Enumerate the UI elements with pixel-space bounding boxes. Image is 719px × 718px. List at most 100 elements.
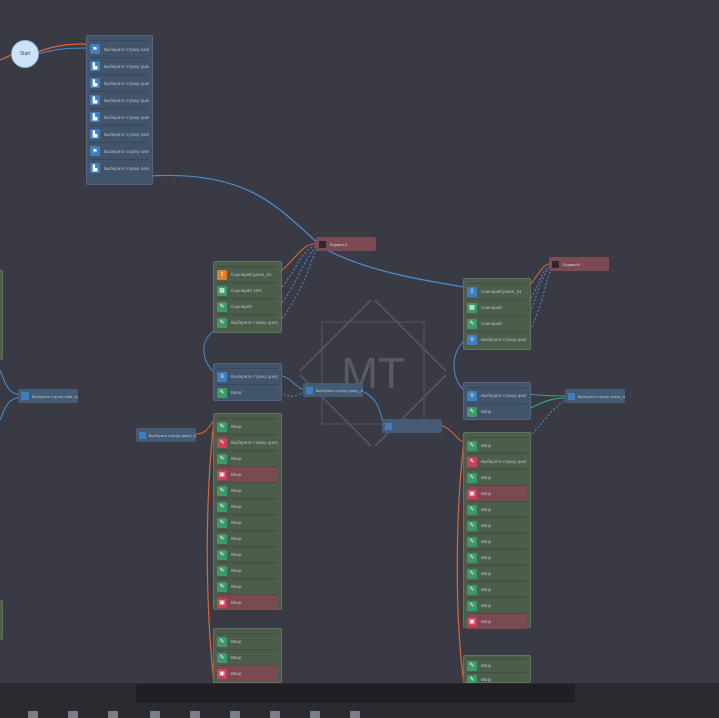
- node-row[interactable]: ✎Ввод: [467, 672, 527, 686]
- right-b-output-node[interactable]: Выберите строку query_tab: [565, 389, 625, 403]
- node-row[interactable]: ▣Ввод: [217, 466, 278, 482]
- node-row[interactable]: ▙Выберите строку sample_05: [90, 125, 149, 142]
- pencil-icon: ✎: [217, 485, 227, 496]
- image-icon: ▣: [217, 597, 227, 608]
- node-row[interactable]: ▣ Ввод: [217, 594, 278, 610]
- image-icon: ▣: [467, 488, 477, 499]
- node-row[interactable]: ✎Ввод: [217, 384, 278, 400]
- mid-group-c[interactable]: ✎Ввод✎Выберите строку query✎Ввод▣Ввод✎Вв…: [213, 413, 282, 610]
- top-group[interactable]: ⚑Выберите строку sample▙Выберите строку …: [86, 35, 153, 185]
- node-row[interactable]: ✎Ввод: [467, 533, 527, 549]
- toolbar-icon-6[interactable]: [230, 711, 240, 718]
- node-row[interactable]: ✎Выберите строку query_tab: [217, 314, 278, 330]
- node-row[interactable]: ⚑Выберите строку sample_06: [90, 142, 149, 159]
- node-row[interactable]: ⇧Сценарий parse_01: [217, 266, 278, 282]
- pencil-icon: ✎: [217, 533, 227, 544]
- pencil-icon: ✎: [217, 565, 227, 576]
- node-row[interactable]: ✎Ввод: [217, 562, 278, 578]
- offscreen-group-left[interactable]: [0, 270, 3, 360]
- mid-c-input-node[interactable]: Выберите строку query_tab: [136, 428, 196, 442]
- node-row-label: Сценарий: [231, 304, 252, 309]
- node-row[interactable]: ✎Ввод: [217, 578, 278, 594]
- square-icon: [552, 260, 559, 268]
- toolbar-icon-5[interactable]: [190, 711, 200, 718]
- pencil-icon: ✎: [217, 301, 227, 312]
- expand-node-right[interactable]: Expand it: [549, 257, 609, 271]
- toolbar-icon-3[interactable]: [108, 711, 118, 718]
- node-row[interactable]: ✎Ввод: [467, 597, 527, 613]
- right-group-a[interactable]: ⇧Сценарий parse_01▦Сценарий✎Сценарий≡Выб…: [463, 278, 531, 350]
- expand-node-top[interactable]: Expand it: [316, 237, 376, 251]
- mid-group-b[interactable]: ≡Выберите строку query_tab✎Ввод: [213, 363, 282, 401]
- node-row[interactable]: ✎Сценарий: [467, 315, 527, 331]
- toolbar-icon-9[interactable]: [350, 711, 360, 718]
- node-row[interactable]: ✎Ввод: [467, 517, 527, 533]
- node-row[interactable]: ✎Ввод: [467, 581, 527, 597]
- node-row[interactable]: ▦Сценарий: [467, 299, 527, 315]
- node-row[interactable]: ▙Выберите строку query_tab_03: [90, 91, 149, 108]
- node-row[interactable]: ✎ Сценарий: [217, 298, 278, 314]
- node-row[interactable]: ✎Ввод: [217, 482, 278, 498]
- node-row[interactable]: ✎Ввод: [467, 437, 527, 453]
- toolbar-icon-4[interactable]: [150, 711, 160, 718]
- start-node[interactable]: Start: [11, 40, 39, 68]
- node-row[interactable]: ⇧Сценарий parse_01: [467, 283, 527, 299]
- node-row[interactable]: ✎Ввод: [217, 514, 278, 530]
- right-b-output-label: Выберите строку query_tab: [577, 393, 625, 399]
- node-row[interactable]: ✎Ввод: [217, 530, 278, 546]
- right-group-d[interactable]: ✎Ввод✎Ввод: [463, 655, 531, 686]
- node-row[interactable]: ▙Выберите строку query_tab_01: [90, 57, 149, 74]
- node-row[interactable]: ≡Выберите строку query_tab: [467, 331, 527, 347]
- toolbar-icon-8[interactable]: [310, 711, 320, 718]
- mid-connector-node[interactable]: [382, 419, 442, 433]
- chart-icon: ▙: [90, 61, 100, 71]
- node-row[interactable]: ✎Ввод: [217, 649, 278, 665]
- node-row-label: Ввод: [231, 655, 242, 660]
- node-row[interactable]: ✎Ввод: [467, 501, 527, 517]
- node-row[interactable]: ✎Ввод: [467, 565, 527, 581]
- node-row[interactable]: ⚑Выберите строку sample: [90, 40, 149, 57]
- node-row[interactable]: ▣Ввод: [217, 665, 278, 681]
- node-row[interactable]: ✎Ввод: [467, 403, 527, 419]
- node-row[interactable]: ▦Сценарий 15%: [217, 282, 278, 298]
- node-row[interactable]: ✎Ввод: [467, 658, 527, 672]
- toolbar-icon-1[interactable]: [28, 711, 38, 718]
- node-row-label: Ввод: [231, 600, 242, 605]
- node-row[interactable]: ≡Выберите строку query_tab: [217, 368, 278, 384]
- mid-b-output-node[interactable]: Выберите строку query_tab: [303, 383, 363, 397]
- node-row-label: Сценарий parse_01: [481, 289, 522, 294]
- node-row[interactable]: ✎Выберите строку query: [217, 434, 278, 450]
- horizontal-scrollbar[interactable]: [136, 684, 575, 703]
- pencil-icon: ✎: [467, 406, 477, 417]
- node-row-label: Выберите строку query_tab_04: [104, 114, 149, 120]
- toolbar-icon-7[interactable]: [270, 711, 280, 718]
- node-row[interactable]: ≡Выберите строку query_tab: [467, 387, 527, 403]
- node-row[interactable]: ✎Ввод: [217, 450, 278, 466]
- offscreen-group-left-lower[interactable]: [0, 600, 3, 640]
- node-row[interactable]: ▙Выберите строку query_tab_02: [90, 74, 149, 91]
- node-row[interactable]: ✎Ввод: [217, 498, 278, 514]
- chart-icon: ▙: [90, 112, 100, 122]
- right-group-b[interactable]: ≡Выберите строку query_tab✎Ввод: [463, 382, 531, 420]
- toolbar-icon-2[interactable]: [68, 711, 78, 718]
- left-stub-node[interactable]: Выберите строку data_tab: [18, 389, 78, 403]
- pencil-icon: ✎: [467, 504, 477, 515]
- node-row[interactable]: ✎Ввод: [217, 418, 278, 434]
- node-row[interactable]: ✎Ввод: [467, 549, 527, 565]
- pencil-icon: ✎: [467, 456, 477, 467]
- node-row[interactable]: ✎Ввод: [217, 633, 278, 649]
- node-row[interactable]: ▙Выберите строку sample_07: [90, 159, 149, 176]
- node-row[interactable]: ▣Ввод: [467, 613, 527, 629]
- node-row[interactable]: ✎Ввод: [217, 546, 278, 562]
- mid-group-d[interactable]: ✎Ввод✎Ввод▣Ввод: [213, 628, 282, 683]
- table-icon: ▦: [467, 302, 477, 313]
- right-group-c[interactable]: ✎Ввод✎Выберите строку query✎Ввод▣Ввод✎Вв…: [463, 432, 531, 629]
- square-icon: [319, 240, 326, 248]
- mid-group-a[interactable]: ⇧Сценарий parse_01▦Сценарий 15% ✎ Сценарий…: [213, 261, 282, 333]
- node-row[interactable]: ✎Ввод: [467, 469, 527, 485]
- node-row[interactable]: ▙ Выберите строку query_tab_04: [90, 108, 149, 125]
- node-row[interactable]: ▣Ввод: [467, 485, 527, 501]
- pencil-icon: ✎: [467, 584, 477, 595]
- node-row[interactable]: ✎Выберите строку query: [467, 453, 527, 469]
